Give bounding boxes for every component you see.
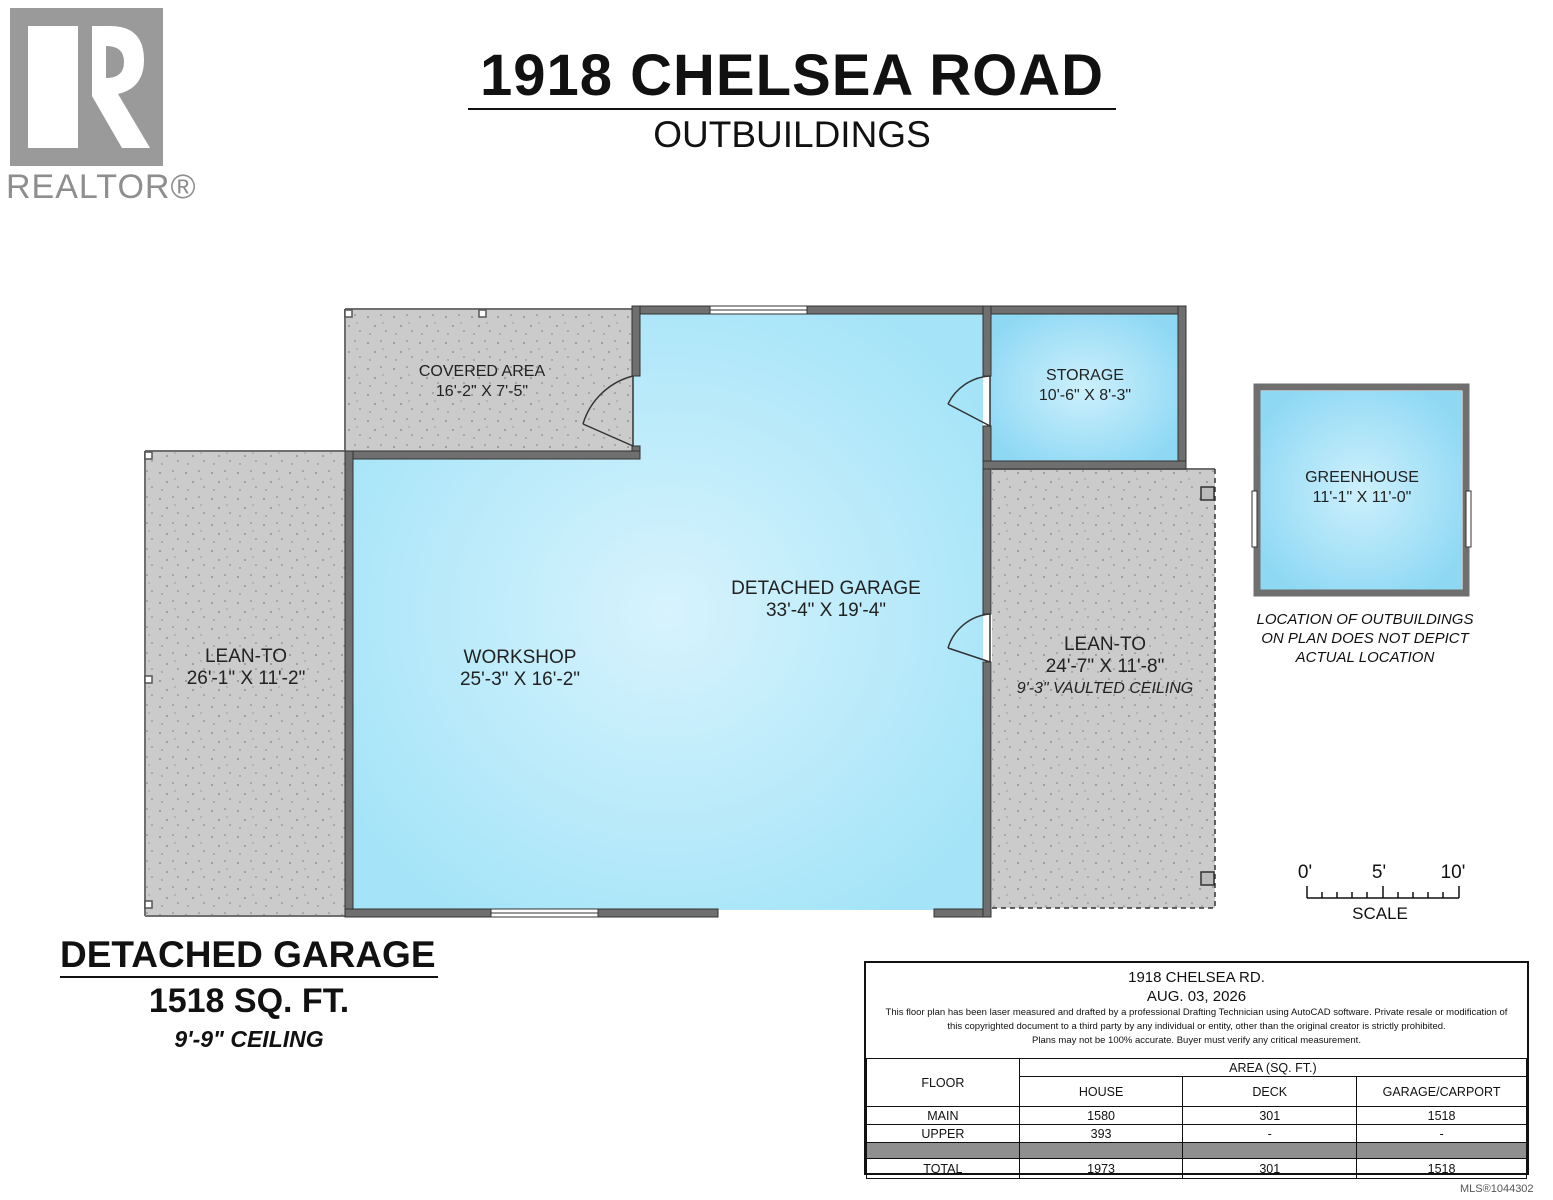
lean-to-left-label: LEAN-TO 26'-1" X 11'-2" <box>146 646 346 690</box>
area-table: FLOOR AREA (SQ. FT.) HOUSE DECK GARAGE/C… <box>866 1058 1528 1179</box>
info-address: 1918 CHELSEA RD. <box>1128 969 1265 986</box>
scale-tick-label: 10' <box>1440 862 1466 883</box>
page-title: 1918 CHELSEA ROAD <box>479 43 1105 108</box>
greenhouse-name: GREENHOUSE <box>1305 469 1419 486</box>
page-subtitle: OUTBUILDINGS <box>653 114 931 155</box>
summary-ceiling: 9'-9" CEILING <box>174 1026 324 1052</box>
lean-to-right-label: LEAN-TO 24'-7" X 11'-8" 9'-3" VAULTED CE… <box>994 634 1216 700</box>
garage-label: DETACHED GARAGE 33'-4" X 19'-4" <box>696 578 956 622</box>
garage-dims: 33'-4" X 19'-4" <box>765 600 887 621</box>
total-value: 1973 <box>1018 1158 1184 1179</box>
greenhouse-label: GREENHOUSE 11'-1" X 11'-0" <box>1262 468 1462 508</box>
scale-ruler <box>1306 886 1460 899</box>
disclaimer-line: Plans may not be 100% accurate. Buyer mu… <box>1032 1035 1361 1046</box>
covered-area-zone <box>345 309 633 452</box>
workshop-dims: 25'-3" X 16'-2" <box>459 669 581 690</box>
storage-dims: 10'-6" X 8'-3" <box>1038 387 1132 404</box>
workshop-label: WORKSHOP 25'-3" X 16'-2" <box>420 647 620 691</box>
disclaimer-line: this copyrighted document to a third par… <box>947 1021 1446 1032</box>
column-header: HOUSE <box>1018 1076 1184 1107</box>
realtor-r-icon <box>10 8 163 166</box>
row-value: 1518 <box>1356 1106 1527 1125</box>
covered-area-label: COVERED AREA 16'-2" X 7'-5" <box>382 362 582 402</box>
location-note-line: LOCATION OF OUTBUILDINGS <box>1256 611 1474 628</box>
lean-to-left-dims: 26'-1" X 11'-2" <box>186 668 306 689</box>
lean-to-left-name: LEAN-TO <box>204 646 287 667</box>
lean-to-right-area <box>992 469 1215 908</box>
row-value: - <box>1356 1124 1527 1143</box>
row-value: - <box>1182 1124 1358 1143</box>
floor-header: FLOOR <box>866 1058 1020 1107</box>
area-header: AREA (SQ. FT.) <box>1018 1058 1528 1077</box>
garage-workshop-floor <box>352 314 983 910</box>
location-note: LOCATION OF OUTBUILDINGS ON PLAN DOES NO… <box>1240 610 1490 667</box>
workshop-name: WORKSHOP <box>463 647 577 668</box>
summary-underline <box>60 976 438 978</box>
table-total-row: TOTAL 1973 301 1518 <box>866 1158 1527 1179</box>
scale-label: SCALE <box>1352 904 1408 923</box>
title-underline <box>468 108 1116 110</box>
realtor-logo <box>10 8 163 166</box>
total-value: 301 <box>1182 1158 1358 1179</box>
row-value: 301 <box>1182 1106 1358 1125</box>
row-floor: UPPER <box>866 1124 1020 1143</box>
storage-name: STORAGE <box>1046 367 1124 384</box>
summary-title: DETACHED GARAGE <box>60 934 436 975</box>
table-spacer-row <box>866 1142 1527 1159</box>
scale-tick-label: 0' <box>1297 862 1313 883</box>
greenhouse-floor <box>1260 391 1462 590</box>
table-row: UPPER 393 - - <box>866 1124 1527 1143</box>
info-box: 1918 CHELSEA RD. AUG. 03, 2026 This floo… <box>864 961 1529 1179</box>
storage-floor <box>990 314 1178 462</box>
covered-area-dims: 16'-2" X 7'-5" <box>435 383 529 400</box>
scale-bar: 0' 5' 10' SCALE <box>1290 860 1480 930</box>
row-floor: MAIN <box>866 1106 1020 1125</box>
total-floor: TOTAL <box>866 1158 1020 1179</box>
covered-area-name: COVERED AREA <box>418 363 546 380</box>
lean-to-right-ceiling: 9'-3" VAULTED CEILING <box>1016 680 1194 697</box>
table-row: MAIN 1580 301 1518 <box>866 1106 1527 1125</box>
disclaimer-line: This floor plan has been laser measured … <box>885 1007 1508 1018</box>
lean-to-right-name: LEAN-TO <box>1063 634 1146 655</box>
row-value: 393 <box>1018 1124 1184 1143</box>
location-note-line: ACTUAL LOCATION <box>1295 649 1435 666</box>
location-note-line: ON PLAN DOES NOT DEPICT <box>1261 630 1469 647</box>
column-header: GARAGE/CARPORT <box>1356 1076 1527 1107</box>
total-value: 1518 <box>1356 1158 1527 1179</box>
info-header: 1918 CHELSEA RD. AUG. 03, 2026 This floo… <box>866 963 1527 1047</box>
info-date: AUG. 03, 2026 <box>1146 988 1247 1005</box>
lean-to-left-area <box>145 451 346 916</box>
mls-number: MLS®1044302 <box>1460 1183 1534 1195</box>
summary-area: 1518 SQ. FT. <box>148 982 350 1020</box>
storage-label: STORAGE 10'-6" X 8'-3" <box>985 366 1185 406</box>
garage-name: DETACHED GARAGE <box>731 578 921 599</box>
lean-to-right-dims: 24'-7" X 11'-8" <box>1045 656 1165 677</box>
realtor-wordmark: REALTOR® <box>6 168 197 206</box>
scale-tick-label: 5' <box>1371 862 1387 883</box>
column-header: DECK <box>1182 1076 1358 1107</box>
greenhouse-dims: 11'-1" X 11'-0" <box>1312 489 1412 506</box>
row-value: 1580 <box>1018 1106 1184 1125</box>
